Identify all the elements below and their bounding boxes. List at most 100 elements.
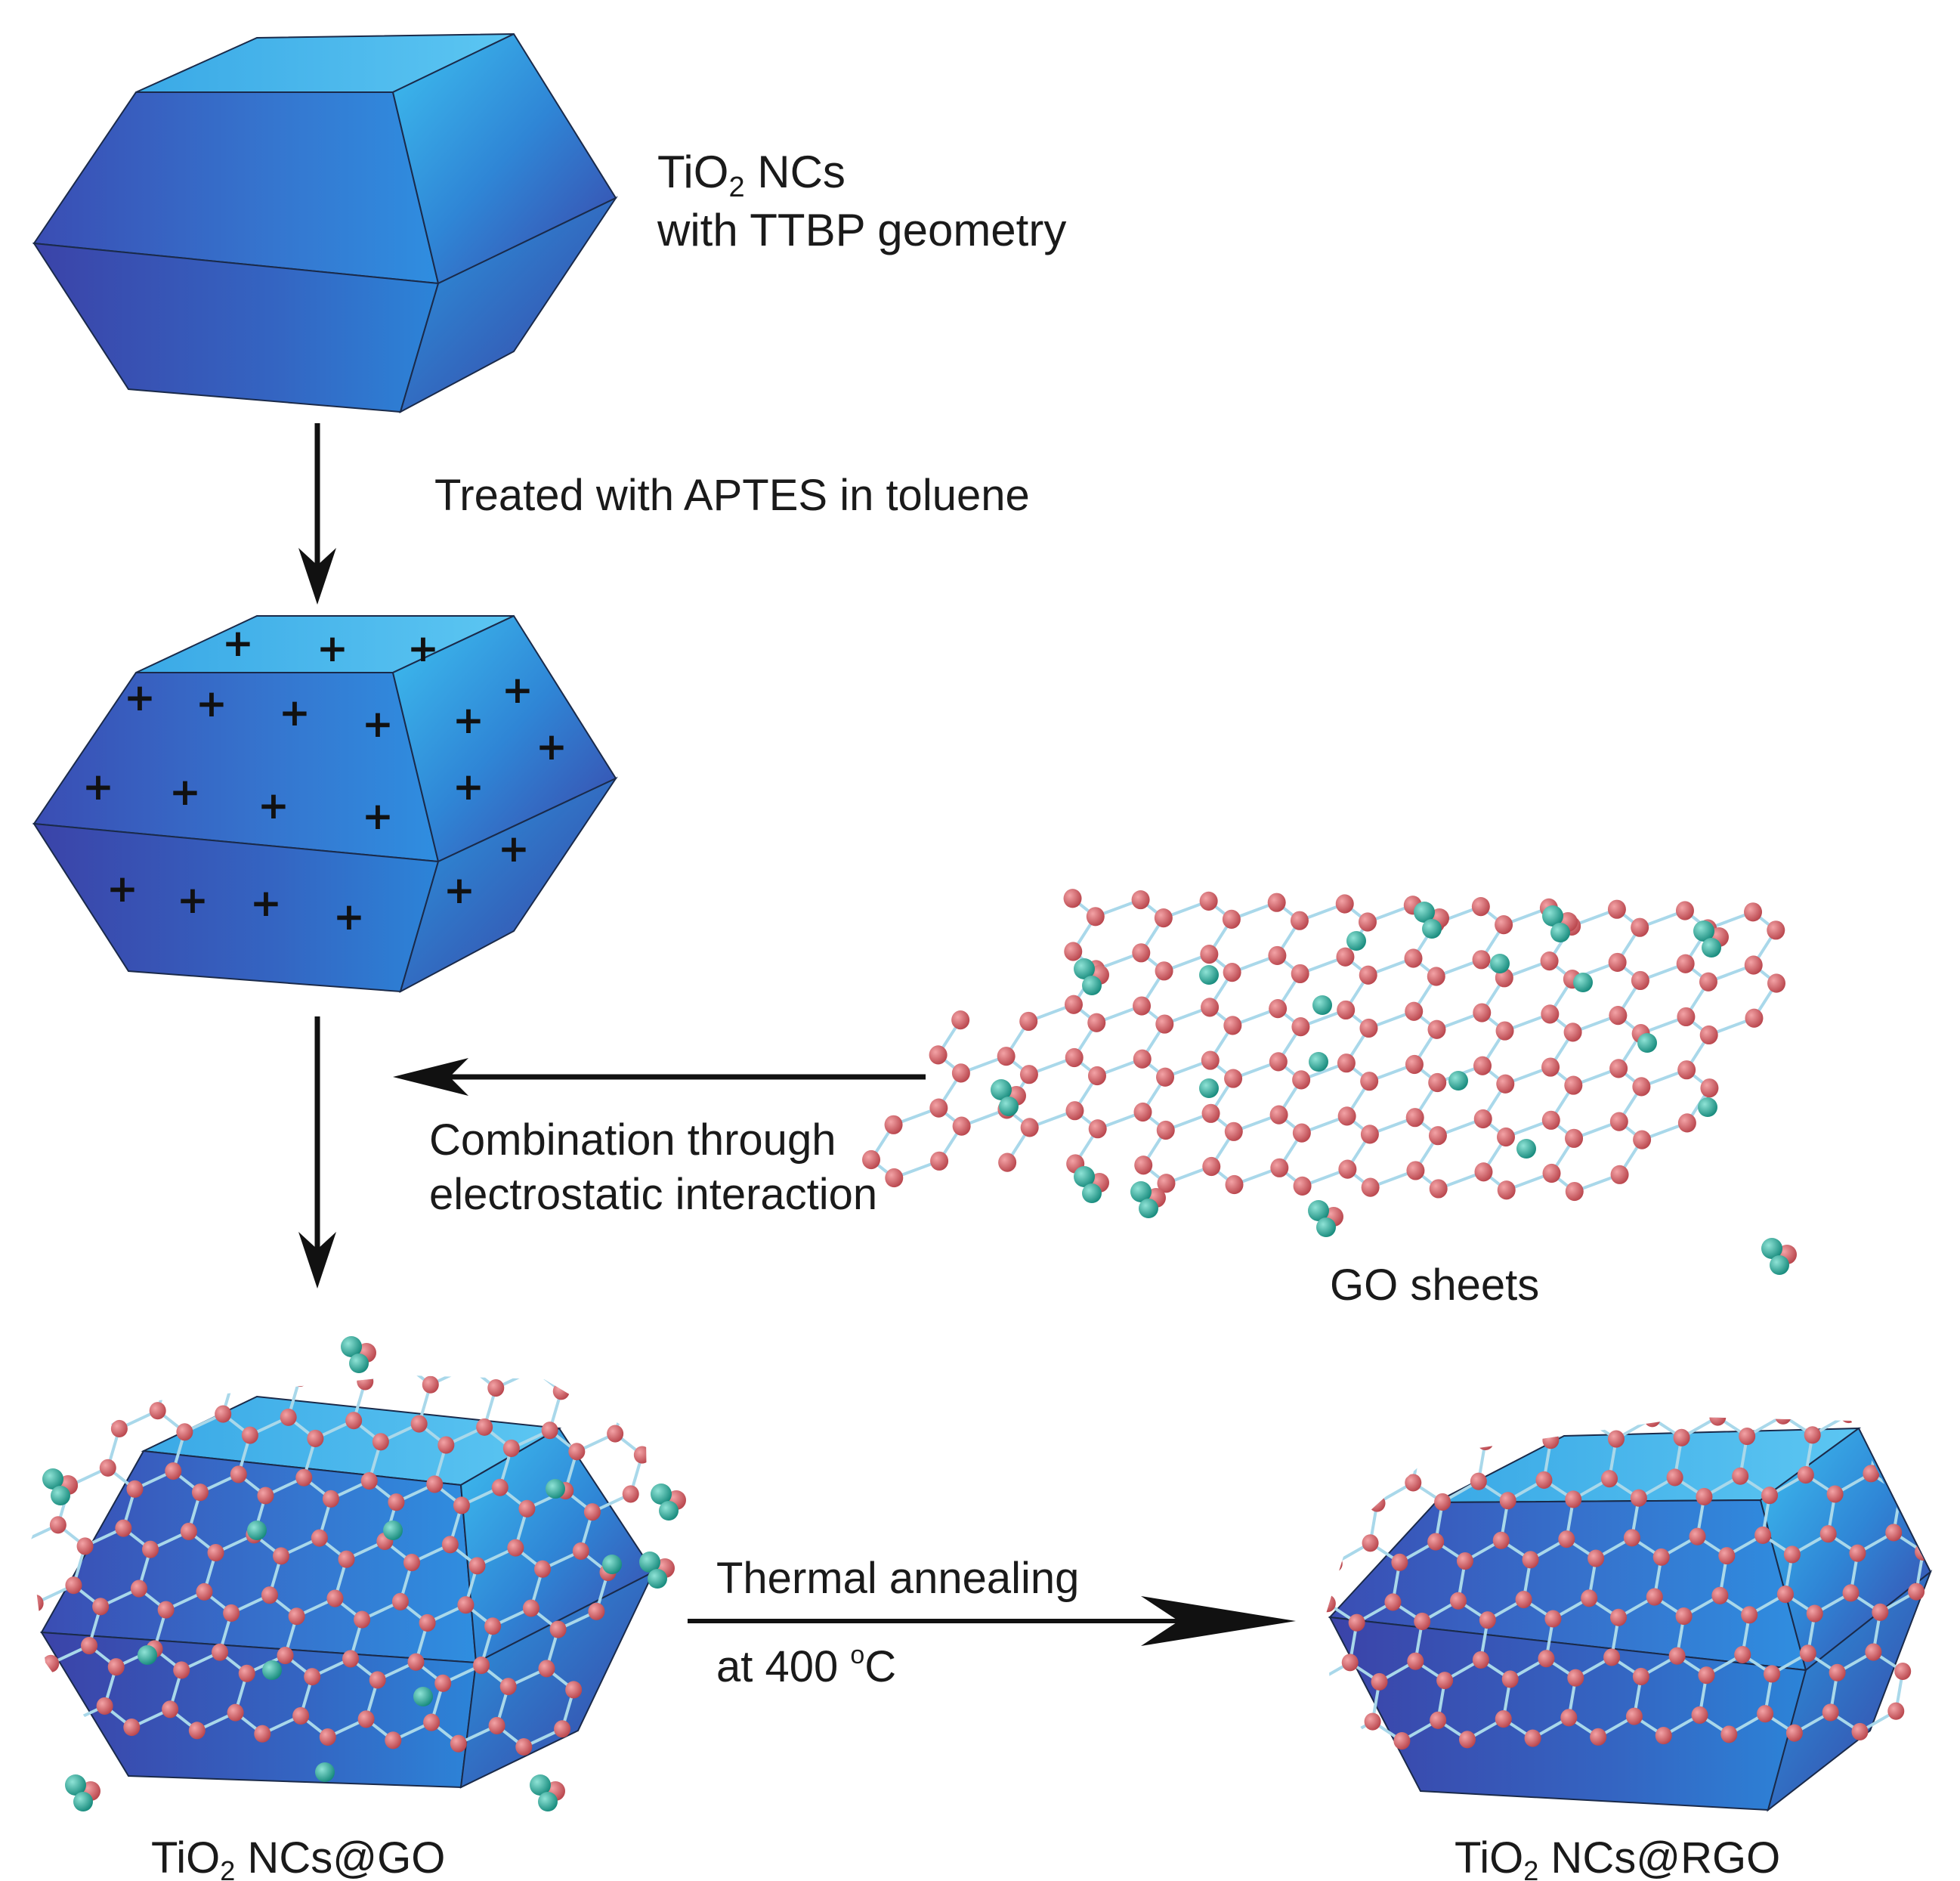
carbon-atom: [1496, 1127, 1515, 1147]
carbon-atom: [0, 1513, 1, 1530]
carbon-atom: [1406, 1161, 1425, 1180]
bond: [1397, 1363, 1433, 1384]
label-subscript: 2: [1523, 1855, 1538, 1881]
carbon-atom: [1928, 1463, 1931, 1481]
carbon-atom: [1291, 1017, 1310, 1037]
bond: [1783, 1376, 1790, 1416]
carbon-atom: [1019, 1065, 1038, 1084]
carbon-atom: [92, 1598, 110, 1616]
carbon-atom: [1804, 1426, 1821, 1444]
carbon-atom: [45, 1416, 63, 1434]
carbon-atom: [1739, 1428, 1756, 1446]
carbon-atom: [1472, 1651, 1489, 1669]
carbon-atom: [588, 1602, 605, 1620]
carbon-atom: [322, 1490, 339, 1508]
bond: [0, 1344, 11, 1362]
bond: [1761, 1357, 1790, 1375]
carbon-atom: [1908, 1582, 1925, 1601]
bond: [560, 1375, 601, 1393]
carbon-atom: [180, 1522, 197, 1541]
carbon-atom: [291, 1375, 308, 1388]
carbon-atom: [11, 1534, 28, 1552]
carbon-atom: [472, 1657, 490, 1675]
carbon-atom: [884, 1115, 903, 1134]
carbon-atom: [1720, 1725, 1738, 1743]
carbon-atom: [1450, 1592, 1467, 1610]
carbon-atom: [1427, 967, 1445, 986]
carbon-atom: [1666, 1468, 1683, 1487]
label-formula: TiO: [1455, 1833, 1523, 1881]
positive-charge: +: [407, 626, 439, 670]
carbon-atom: [1434, 1493, 1451, 1511]
positive-charge: +: [536, 725, 567, 769]
carbon-atom: [419, 1613, 436, 1632]
oxygen-atom: [1698, 1097, 1717, 1117]
oxygen-atom: [1130, 1181, 1152, 1202]
carbon-atom: [410, 1415, 428, 1433]
bond: [1332, 1365, 1368, 1385]
carbon-atom: [188, 1722, 206, 1740]
bond: [233, 1375, 274, 1377]
carbon-atom: [1741, 1606, 1758, 1624]
carbon-atom: [1283, 1615, 1300, 1632]
carbon-atom: [96, 1697, 113, 1715]
carbon-atom: [1294, 1357, 1311, 1375]
oxygen-atom: [1693, 920, 1714, 942]
label-product-rgo: TiO2 NCs@RGO: [1455, 1833, 1780, 1881]
oxygen-atom: [138, 1645, 157, 1665]
positive-charge: +: [169, 770, 201, 814]
carbon-atom: [633, 1446, 650, 1464]
carbon-atom: [1154, 908, 1173, 928]
bond: [77, 1347, 104, 1369]
oxygen-atom: [349, 1354, 369, 1373]
carbon-atom: [288, 1607, 305, 1626]
carbon-atom: [1019, 1011, 1038, 1032]
carbon-atom: [215, 1405, 232, 1423]
carbon-atom: [31, 1694, 48, 1712]
carbon-atom: [1869, 1425, 1887, 1443]
carbon-atom: [1391, 1553, 1408, 1571]
carbon-atom: [1686, 1349, 1703, 1366]
carbon-atom: [1700, 1078, 1719, 1098]
carbon-atom: [423, 1713, 441, 1731]
carbon-atom: [1542, 1431, 1560, 1449]
positive-charge: +: [453, 765, 484, 809]
carbon-atom: [1621, 1350, 1638, 1368]
carbon-atom: [311, 1529, 328, 1547]
arrow-step2-head: [298, 1232, 336, 1289]
bond: [1266, 1366, 1303, 1386]
carbon-atom: [1887, 1702, 1905, 1720]
bond: [1849, 1375, 1856, 1415]
label-step3-degree: o: [850, 1641, 864, 1669]
carbon-atom: [1065, 1047, 1084, 1068]
oxygen-atom: [1702, 938, 1721, 958]
bond: [0, 1521, 20, 1542]
bond: [0, 1582, 8, 1600]
carbon-atom: [1364, 1712, 1381, 1731]
carbon-atom: [1935, 1424, 1952, 1441]
carbon-atom: [1224, 1121, 1243, 1141]
carbon-atom: [1542, 1163, 1561, 1183]
carbon-atom: [1540, 951, 1559, 971]
carbon-atom: [1199, 891, 1218, 911]
bond: [1564, 1360, 1594, 1379]
carbon-atom: [1201, 998, 1220, 1017]
label-product-go: TiO2 NCs@GO: [151, 1833, 445, 1881]
carbon-atom: [1133, 996, 1152, 1016]
bond: [1260, 1387, 1266, 1427]
carbon-atom: [1492, 1531, 1510, 1549]
bond: [41, 1425, 56, 1465]
carbon-atom: [1651, 1370, 1668, 1388]
carbon-atom: [1337, 1000, 1356, 1020]
label-step3-line2: at 400 oC: [716, 1641, 896, 1691]
carbon-atom: [0, 1573, 17, 1591]
carbon-atom: [1281, 1437, 1297, 1454]
bond: [11, 1344, 39, 1365]
carbon-atom: [885, 1168, 904, 1188]
bond: [1520, 1419, 1552, 1442]
carbon-atom: [549, 1620, 567, 1638]
carbon-atom: [326, 1589, 344, 1607]
bond: [1877, 1417, 1915, 1435]
carbon-atom: [1474, 1162, 1493, 1182]
carbon-atom: [930, 1151, 949, 1171]
